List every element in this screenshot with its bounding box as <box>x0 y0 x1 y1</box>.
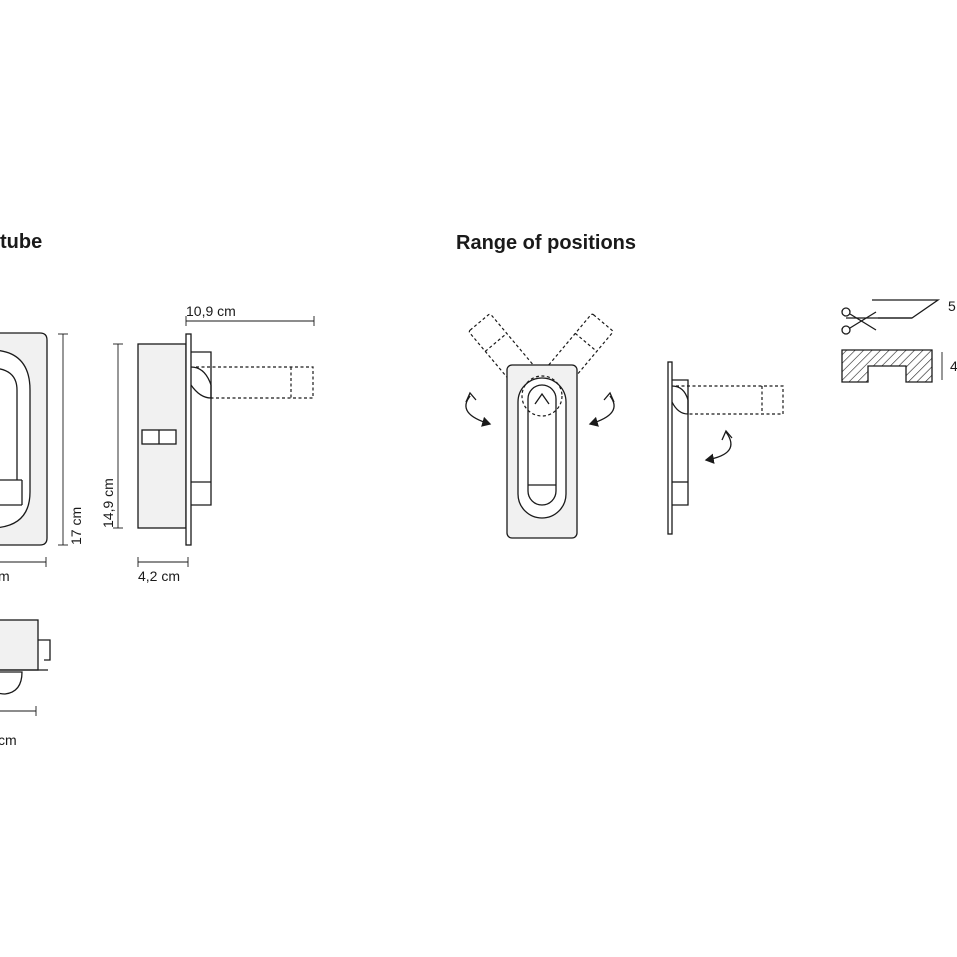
dimension-height-body: 14,9 cm <box>100 478 116 528</box>
bottom-view: cm <box>0 619 51 748</box>
section-title-range-of-positions: Range of positions <box>456 232 636 254</box>
dimension-cut-2: 4 <box>950 358 957 374</box>
dimension-front-width: m <box>0 568 10 584</box>
section-title-tube: tube <box>0 231 42 253</box>
scissors-icon <box>841 307 877 335</box>
rotate-arrow-icon <box>704 431 732 464</box>
dimension-cut-1: 5 <box>948 298 956 314</box>
rotate-arrow-icon <box>465 395 492 427</box>
rotate-arrow-icon <box>588 395 615 427</box>
cutout-diagram: 5 4 <box>841 298 957 383</box>
range-front-view <box>465 313 615 539</box>
side-view: 10,9 cm 14,9 cm 4,2 cm <box>100 303 315 584</box>
dimension-height-total: 17 cm <box>68 507 84 545</box>
dimension-body-depth: 4,2 cm <box>138 568 180 584</box>
range-side-view <box>667 361 784 535</box>
front-view: m 17 cm <box>0 332 84 584</box>
dimension-depth: 10,9 cm <box>186 303 236 319</box>
dimension-bottom-width: cm <box>0 732 17 748</box>
